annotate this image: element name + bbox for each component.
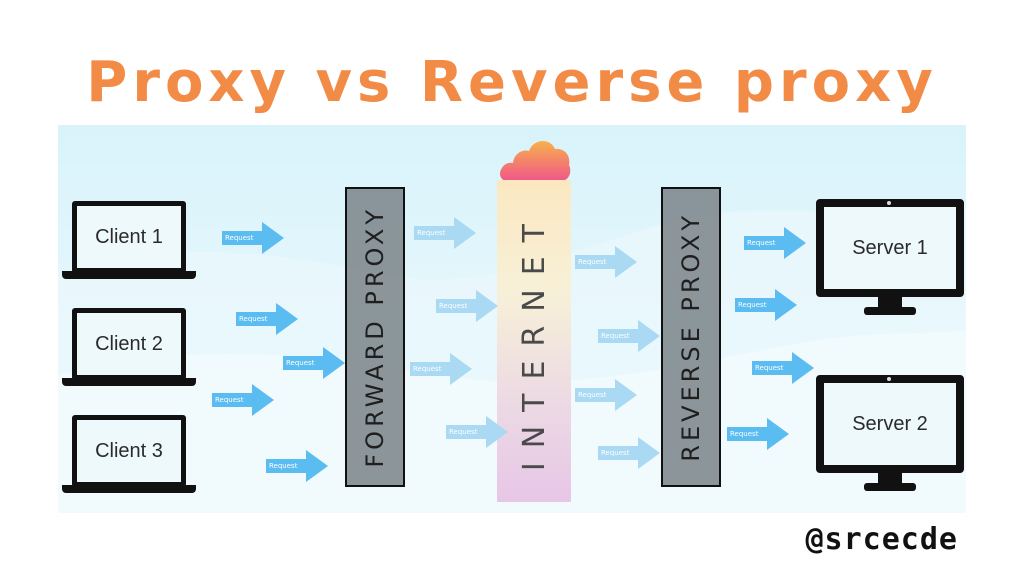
client-1-label: Client 1 [72,201,186,273]
request-arrow: Request [598,437,660,469]
internet-label: INTERNET [516,210,552,472]
request-arrow: Request [598,320,660,352]
laptop-base [62,485,196,493]
request-arrow-label: Request [269,462,298,470]
request-arrow-label: Request [439,302,468,310]
monitor-neck [878,473,902,485]
request-arrow-label: Request [578,258,607,266]
request-arrow-label: Request [755,364,784,372]
request-arrow-label: Request [215,396,244,404]
forward-proxy-label: FORWARD PROXY [361,206,389,468]
monitor-foot [864,307,916,315]
monitor-camera [887,201,891,205]
request-arrow: Request [410,353,472,385]
monitor-camera [887,377,891,381]
request-arrow-label: Request [601,332,630,340]
request-arrow: Request [222,222,284,254]
client-3-label: Client 3 [72,415,186,487]
request-arrow: Request [744,227,806,259]
request-arrow-label: Request [601,449,630,457]
request-arrow-label: Request [239,315,268,323]
request-arrow: Request [236,303,298,335]
laptop-base [62,271,196,279]
request-arrow: Request [446,416,508,448]
request-arrow: Request [575,246,637,278]
request-arrow: Request [575,379,637,411]
author-handle: @srcecde [805,522,958,557]
request-arrow-label: Request [413,365,442,373]
request-arrow: Request [414,217,476,249]
server-2-label: Server 2 [816,375,964,473]
request-arrow: Request [727,418,789,450]
request-arrow-label: Request [738,301,767,309]
request-arrow: Request [283,347,345,379]
server-1-monitor: Server 1 [816,199,964,317]
request-arrow-label: Request [449,428,478,436]
diagram-title: Proxy vs Reverse proxy [86,50,938,115]
request-arrow-label: Request [286,359,315,367]
request-arrow: Request [752,352,814,384]
request-arrow: Request [735,289,797,321]
request-arrow-label: Request [730,430,759,438]
client-1-laptop: Client 1 [62,201,196,279]
request-arrow: Request [436,290,498,322]
reverse-proxy-box: REVERSE PROXY [661,187,721,487]
client-2-label: Client 2 [72,308,186,380]
internet-column: INTERNET [497,180,571,502]
cloud-icon [500,140,571,181]
laptop-base [62,378,196,386]
client-2-laptop: Client 2 [62,308,196,386]
request-arrow-label: Request [578,391,607,399]
request-arrow: Request [212,384,274,416]
monitor-foot [864,483,916,491]
server-1-label: Server 1 [816,199,964,297]
request-arrow-label: Request [225,234,254,242]
request-arrow-label: Request [747,239,776,247]
request-arrow: Request [266,450,328,482]
reverse-proxy-label: REVERSE PROXY [677,212,705,462]
client-3-laptop: Client 3 [62,415,196,493]
forward-proxy-box: FORWARD PROXY [345,187,405,487]
request-arrow-label: Request [417,229,446,237]
monitor-neck [878,297,902,309]
server-2-monitor: Server 2 [816,375,964,493]
